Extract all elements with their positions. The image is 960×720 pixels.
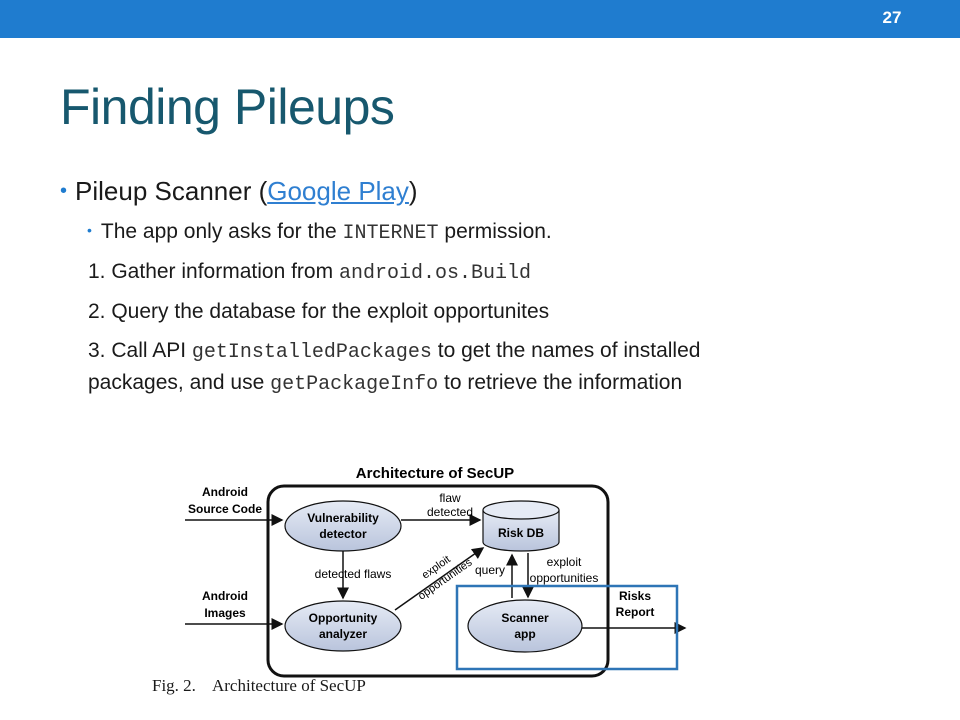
step-2: 2. Query the database for the exploit op…: [88, 300, 550, 323]
risks-report-l1: Risks: [619, 589, 651, 603]
input-android-images-l2: Images: [204, 606, 246, 620]
permission-text: The app only asks for the: [100, 220, 343, 243]
vulnerability-detector-l1: Vulnerability: [307, 511, 379, 525]
arrow-exploit-diagonal: [394, 547, 485, 611]
flaw-label-l2: detected: [427, 505, 473, 519]
scanner-app-l1: Scanner: [501, 611, 549, 625]
bullet-close: ): [408, 176, 418, 206]
exploit-return-l1: exploit: [547, 555, 582, 569]
top-bar: [0, 0, 960, 38]
step-3-text: 3. Call API: [88, 339, 192, 362]
scanner-app-node: [467, 599, 583, 653]
step-1: 1. Gather information from android.os.Bu…: [88, 257, 531, 289]
flaw-label-l1: flaw: [439, 491, 461, 505]
bullet-dot-icon: •: [87, 222, 92, 238]
input-android-images-l1: Android: [202, 589, 248, 603]
input-android-source-l1: Android: [202, 485, 248, 499]
step-1-text: 1. Gather information from: [88, 260, 339, 283]
detected-flaws-label: detected flaws: [315, 567, 392, 581]
step-3-text-line2: packages, and use: [88, 371, 271, 394]
vulnerability-detector-l2: detector: [319, 527, 367, 541]
exploit-return-l2: opportunities: [530, 571, 599, 585]
query-label: query: [475, 563, 505, 577]
scanner-app-l2: app: [514, 627, 535, 641]
secup-container: [266, 484, 610, 678]
vulnerability-detector-node: [284, 500, 402, 552]
permission-text-end: permission.: [438, 220, 552, 243]
bullet-text: Pileup Scanner (: [75, 176, 268, 206]
input-android-source-l2: Source Code: [188, 502, 262, 516]
step-1-code: android.os.Build: [338, 262, 531, 285]
figure-title: Architecture of SecUP: [356, 465, 514, 482]
slide-title: Finding Pileups: [60, 79, 395, 135]
figure-caption: Fig. 2. Architecture of SecUP: [152, 676, 366, 695]
step-3-code1: getInstalledPackages: [191, 341, 432, 364]
opportunity-analyzer-l1: Opportunity: [309, 611, 378, 625]
bullet-pileup-scanner: • Pileup Scanner (Google Play): [60, 176, 418, 207]
architecture-diagram: Architecture of SecUP Android Source Cod…: [185, 465, 687, 678]
opportunity-analyzer-node: [284, 600, 402, 652]
google-play-link[interactable]: Google Play: [267, 176, 409, 206]
risk-db-top: [482, 500, 560, 520]
risk-db-node: [482, 510, 560, 552]
bullet-dot-icon: •: [60, 180, 68, 202]
bullet-permission: • The app only asks for the INTERNET perm…: [87, 220, 552, 245]
opportunity-analyzer-l2: analyzer: [319, 627, 367, 641]
step-3-code2: getPackageInfo: [270, 373, 439, 396]
scanner-highlight-box: [455, 584, 679, 671]
step-3: 3. Call API getInstalledPackages to get …: [88, 336, 700, 400]
risk-db-label: Risk DB: [498, 526, 544, 540]
step-3-text-end: to retrieve the information: [438, 371, 683, 394]
step-3-text-mid: to get the names of installed: [431, 339, 701, 362]
risks-report-l2: Report: [616, 605, 655, 619]
slide-number: 27: [882, 8, 902, 27]
permission-code: INTERNET: [342, 222, 439, 245]
